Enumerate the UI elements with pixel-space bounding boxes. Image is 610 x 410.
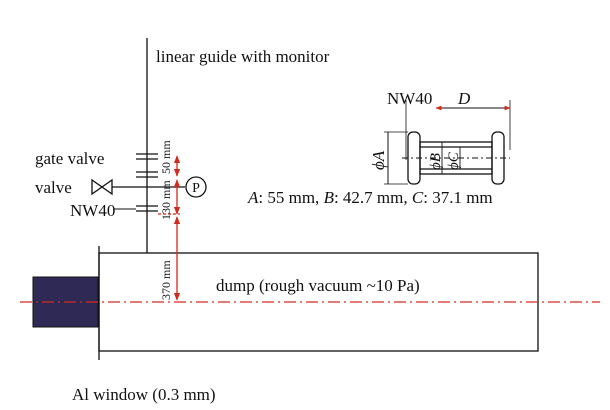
nw40-left-label: NW40 [70,201,115,220]
pressure-gauge-icon [185,176,207,198]
linear-guide-label: linear guide with monitor [156,47,330,66]
dimension-arrows [158,155,181,301]
inset-dim-d: D [457,89,471,108]
valve-icon [91,178,113,196]
inset-flange-drawing [402,131,510,185]
inset-caption: A: 55 mm, B: 42.7 mm, C: 37.1 mm [247,188,493,207]
gate-valve-label: gate valve [35,149,104,168]
nw40-flange [136,205,158,212]
pressure-gauge-label: P [192,181,200,196]
dim-370-label: 370 mm [159,260,173,300]
inset-dim-a: ϕA [369,150,388,170]
inset-dim-b: ϕB [428,153,444,170]
gate-valve-flange [136,153,158,160]
dim-130-label: 130 mm [159,180,173,220]
dim-50-label: 50 mm [159,140,173,174]
nw40-inset: NW40 D ϕA ϕB ϕC A: 55 mm, B: 42.7 mm, C:… [247,89,511,207]
inset-dim-c: ϕC [446,151,462,170]
valve-label: valve [35,178,72,197]
dump-label: dump (rough vacuum ~10 Pa) [216,276,420,295]
flange-mid [136,171,158,178]
window-label: Al window (0.3 mm) [72,385,216,404]
inset-title: NW40 [387,89,432,108]
